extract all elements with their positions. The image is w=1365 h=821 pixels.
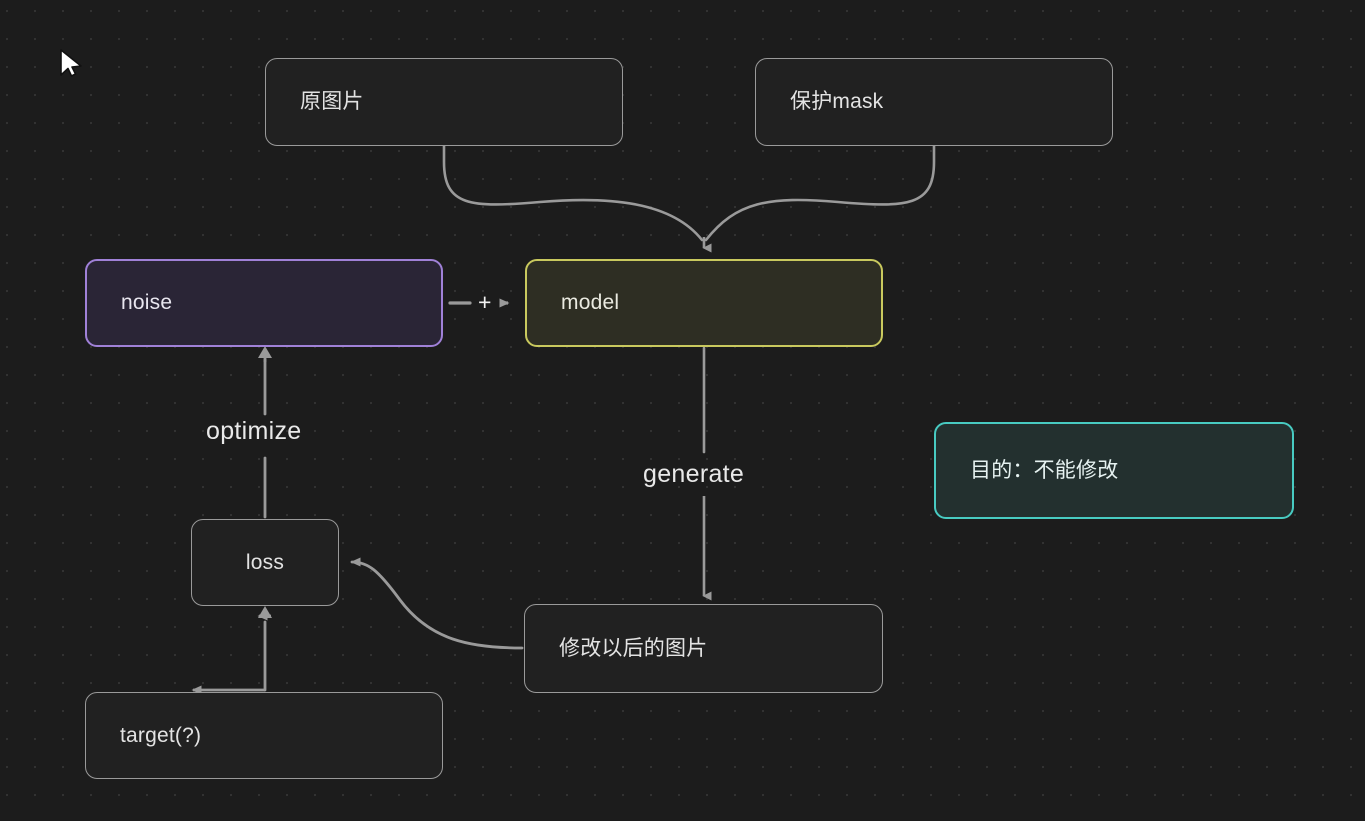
node-noise[interactable]: noise: [85, 259, 443, 347]
node-target-label: target(?): [120, 723, 202, 747]
node-protect-mask[interactable]: 保护mask: [755, 58, 1113, 146]
node-purpose-note-label: 目的：不能修改: [970, 458, 1119, 482]
node-purpose-note[interactable]: 目的：不能修改: [934, 422, 1294, 519]
edge-protect-mask-to-model: [702, 144, 936, 253]
node-loss-label: loss: [245, 550, 285, 574]
node-loss[interactable]: loss: [191, 519, 339, 606]
node-protect-mask-label: 保护mask: [790, 90, 884, 114]
node-modified-image[interactable]: 修改以后的图片: [524, 604, 883, 693]
edge-source-image-to-model: [442, 144, 704, 242]
edge-label-plus: +: [478, 289, 492, 315]
node-model[interactable]: model: [525, 259, 883, 347]
node-model-label: model: [561, 291, 620, 315]
arrowhead-target-to-loss: [258, 606, 272, 618]
edge-target-to-loss-line: [257, 611, 271, 692]
mouse-pointer-icon: [60, 49, 82, 77]
edge-label-generate: generate: [643, 460, 745, 488]
node-noise-label: noise: [121, 291, 173, 315]
edge-label-optimize: optimize: [206, 417, 302, 445]
edge-modified-image-to-loss: [350, 557, 524, 650]
node-source-image[interactable]: 原图片: [265, 58, 623, 146]
node-modified-image-label: 修改以后的图片: [559, 636, 708, 660]
node-source-image-label: 原图片: [300, 90, 364, 114]
node-target[interactable]: target(?): [85, 692, 443, 779]
